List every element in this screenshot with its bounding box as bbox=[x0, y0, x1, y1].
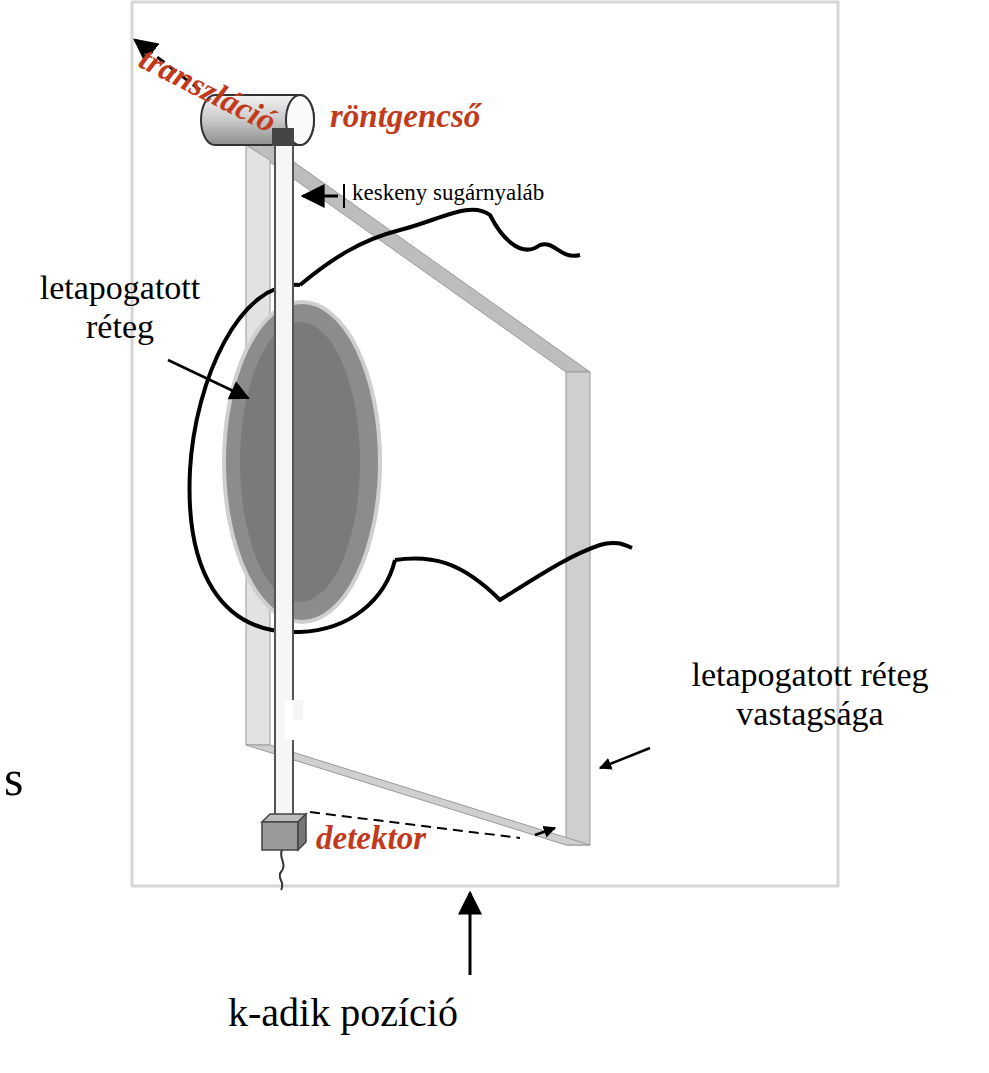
part-name: röntgencső bbox=[330, 98, 480, 136]
leader-tick bbox=[343, 184, 345, 208]
part-name: keskeny sugárnyaláb bbox=[352, 180, 544, 206]
leader-arrow bbox=[303, 195, 338, 198]
detector-box bbox=[262, 814, 306, 890]
scanned-slice bbox=[224, 302, 380, 622]
head-contour bbox=[300, 210, 580, 285]
thickness-arrow bbox=[535, 828, 555, 835]
part-name: detektor bbox=[316, 820, 426, 858]
part-name: letapogatott réteg bbox=[20, 268, 220, 346]
dimension-label: letapogatott réteg vastagsága bbox=[640, 655, 980, 733]
head-contour bbox=[395, 543, 632, 600]
position-label: k-adik pozíció bbox=[228, 990, 458, 1036]
picture-frame bbox=[132, 2, 838, 886]
slice-inner bbox=[240, 322, 360, 602]
leader-arrow bbox=[168, 360, 248, 398]
fragment-text: s bbox=[4, 750, 23, 808]
thickness-arrow bbox=[600, 748, 650, 768]
position-arrow bbox=[469, 893, 472, 975]
